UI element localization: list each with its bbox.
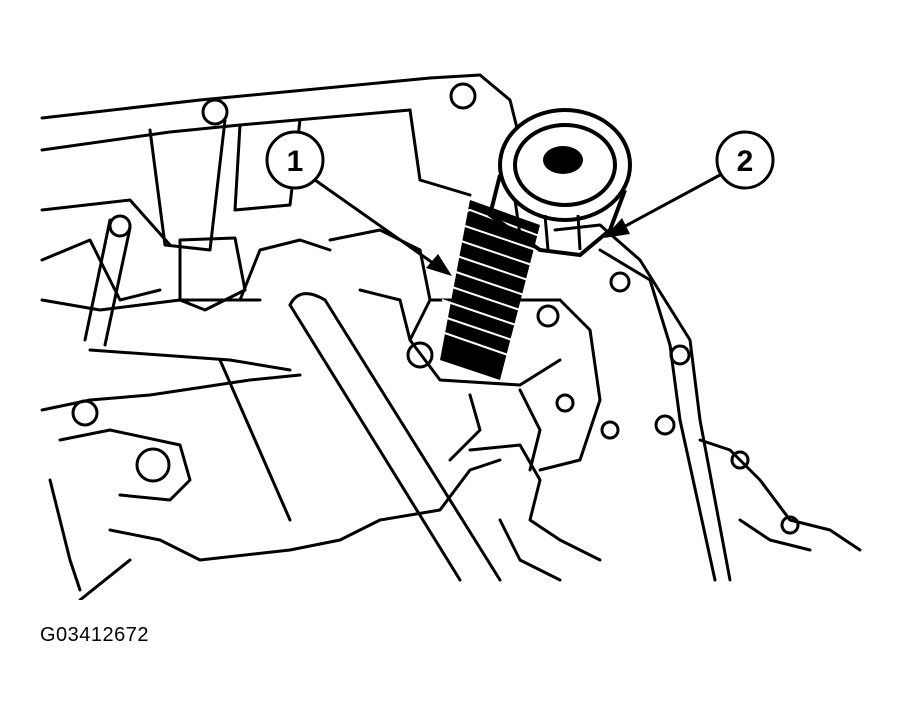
callout-1-label: 1 <box>287 145 304 178</box>
drain-plug-bolt <box>435 108 632 380</box>
callout-1: 1 <box>265 130 452 276</box>
callout-2-label: 2 <box>737 145 754 178</box>
engine-component-illustration: 1 2 <box>40 73 862 600</box>
figure-id-label: G03412672 <box>40 624 150 646</box>
callout-1-leader-line <box>314 178 441 270</box>
callout-2-leader-line <box>617 173 721 232</box>
engine-housing-linework <box>40 73 862 600</box>
callout-2: 2 <box>604 130 775 238</box>
callout-2-arrowhead <box>604 218 630 238</box>
callout-1-arrowhead <box>426 254 452 276</box>
